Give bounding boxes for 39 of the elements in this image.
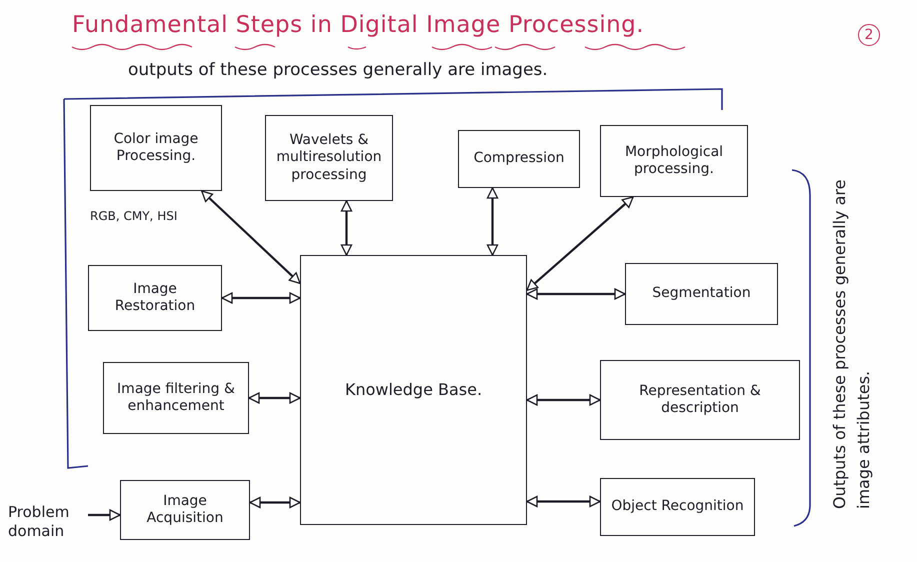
- box-label: Object Recognition: [610, 497, 745, 516]
- arrow: [88, 509, 121, 521]
- process-box: [265, 115, 393, 201]
- arrow: [221, 292, 301, 304]
- arrow: [526, 288, 626, 300]
- arrow: [486, 187, 498, 256]
- process-box: [300, 255, 527, 525]
- box-label: Knowledge Base.: [344, 379, 484, 401]
- arrow: [526, 394, 601, 406]
- note-text: outputs of these processes generally are images.: [128, 60, 548, 80]
- process-box: [458, 130, 580, 188]
- title: Fundamental Steps in Digital Image Processing.: [72, 12, 644, 38]
- note-text: RGB, CMY, HSI: [90, 209, 178, 223]
- arrow: [526, 496, 601, 508]
- box-label: Segmentation: [651, 284, 752, 304]
- arrow: [249, 496, 301, 508]
- arrow: [526, 196, 634, 292]
- box-label: Image Restoration: [114, 280, 196, 316]
- input-label: Problem domain: [8, 490, 88, 554]
- process-box: [88, 265, 222, 331]
- box-label: Morphological processing.: [624, 142, 724, 179]
- process-box: [90, 105, 222, 191]
- note-text: Outputs of these processes generally are image attributes.: [829, 178, 874, 509]
- box-label: Representation & description: [638, 382, 762, 418]
- arrow: [340, 200, 352, 256]
- box-label: Color image Processing.: [112, 130, 200, 166]
- process-box: [600, 478, 755, 536]
- process-box: [120, 480, 250, 540]
- process-box: [600, 125, 748, 197]
- process-box: [103, 362, 249, 434]
- box-label: Compression: [472, 149, 566, 168]
- process-box: [625, 263, 778, 325]
- page-number: 2: [858, 24, 880, 46]
- box-label: Image Acquisition: [146, 492, 224, 528]
- arrow: [201, 190, 301, 284]
- box-label: Image filtering & enhancement: [116, 380, 236, 416]
- process-box: [600, 360, 800, 440]
- arrow: [248, 392, 301, 404]
- box-label: Wavelets & multiresolution processing: [275, 130, 383, 185]
